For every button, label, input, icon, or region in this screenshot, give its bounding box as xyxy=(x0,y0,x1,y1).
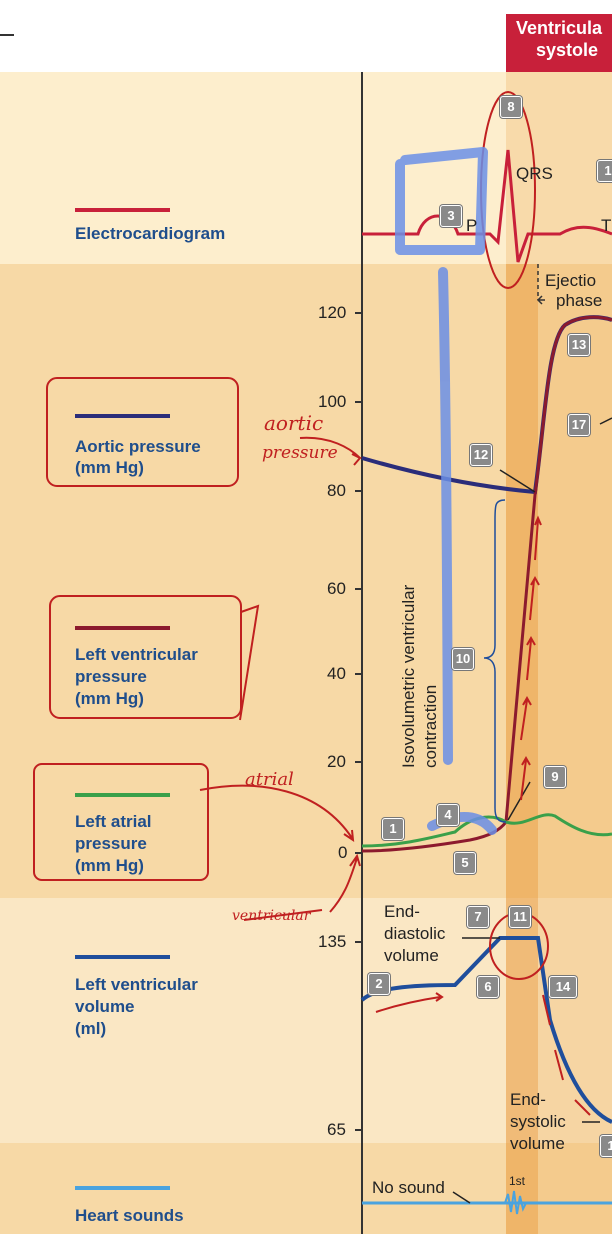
volume-red-arrow-a xyxy=(375,992,444,1013)
badge-15: 1 xyxy=(600,1135,612,1157)
badge-7: 7 xyxy=(467,906,489,928)
edv-label-2: diastolic xyxy=(384,924,446,943)
vertical-axis xyxy=(361,72,363,1234)
la-pressure-legend-label-1: Left atrial xyxy=(75,812,152,831)
edv-label-1: End- xyxy=(384,902,420,921)
ecg-t-label: T xyxy=(601,216,612,235)
volume-fall-arrows xyxy=(542,994,591,1116)
esv-label-1: End- xyxy=(510,1090,546,1109)
la-pressure-box xyxy=(33,763,209,881)
first-sound-label: 1st xyxy=(509,1174,526,1188)
highlight-stem xyxy=(438,267,453,765)
badge-3: 3 xyxy=(440,205,462,227)
heart-sounds-legend-line xyxy=(75,1186,170,1190)
badge-13: 13 xyxy=(568,334,590,356)
pointer-17 xyxy=(599,417,612,425)
phase-header-line1: Ventricula xyxy=(516,18,603,38)
lv-pressure-box-tail xyxy=(239,604,260,721)
badge-11: 11 xyxy=(509,906,531,928)
ecg-legend-label: Electrocardiogram xyxy=(75,224,226,243)
lv-pressure-curve xyxy=(361,315,612,853)
aortic-legend-label-1: Aortic pressure xyxy=(75,437,201,456)
lv-pressure-legend-label-2: pressure xyxy=(75,667,147,686)
badge-16: 1 xyxy=(597,160,612,182)
pressure-tick-100: 100 xyxy=(318,392,347,411)
pointer-12 xyxy=(499,469,536,493)
corner-dash xyxy=(0,34,14,36)
lv-pressure-legend-line xyxy=(75,626,170,630)
lv-volume-legend-line xyxy=(75,955,170,959)
ejection-arrow xyxy=(536,295,545,305)
aortic-legend-line xyxy=(75,414,170,418)
hw-aortic-1: aortic xyxy=(264,411,323,435)
ventricular-arrow xyxy=(329,853,361,913)
aortic-arrow xyxy=(299,436,362,466)
isovolumetric-label-2: contraction xyxy=(421,685,440,768)
isovolumetric-brace xyxy=(483,499,507,823)
isovolumetric-label-1: Isovolumetric ventricular xyxy=(399,584,418,768)
qrs-oval xyxy=(480,91,536,289)
p-wave-box xyxy=(395,147,488,255)
pressure-tick-20: 20 xyxy=(327,752,346,771)
hw-atrial: atrial xyxy=(245,769,294,790)
ventricular-underline xyxy=(243,909,323,921)
pressure-tick-40: 40 xyxy=(327,664,346,683)
esv-label-3: volume xyxy=(510,1134,565,1153)
badge-5: 5 xyxy=(454,852,476,874)
axis-tick-marks xyxy=(355,312,362,1131)
la-pressure-legend-label-2: pressure xyxy=(75,834,147,853)
ejection-label-2: phase xyxy=(556,291,603,310)
pointer-9 xyxy=(507,781,531,821)
ecg-qrs-label: QRS xyxy=(516,164,553,183)
badge-6: 6 xyxy=(477,976,499,998)
ecg-trace xyxy=(362,149,612,263)
lv-pressure-legend-label-3: (mm Hg) xyxy=(75,689,144,708)
lv-volume-legend-label-3: (ml) xyxy=(75,1019,107,1038)
systole-column xyxy=(506,72,612,1234)
phase-header-line2: systole xyxy=(536,40,599,60)
badge-17: 17 xyxy=(568,414,590,436)
lv-volume-legend-label-1: Left ventricular xyxy=(75,975,198,994)
la-pressure-legend-line xyxy=(75,793,170,797)
heart-sounds-legend-label: Heart sounds xyxy=(75,1206,184,1225)
badge-10: 10 xyxy=(452,648,474,670)
lv-pressure-legend-label-1: Left ventricular xyxy=(75,645,198,664)
badge-8: 8 xyxy=(500,96,522,118)
badge-9: 9 xyxy=(544,766,566,788)
hw-ventricular: ventricular xyxy=(232,908,312,924)
student-annotations xyxy=(33,91,591,1116)
la-pressure-legend-label-3: (mm Hg) xyxy=(75,856,144,875)
aortic-legend-label-2: (mm Hg) xyxy=(75,458,144,477)
phase-header xyxy=(506,14,612,72)
volume-tick-135: 135 xyxy=(318,932,347,951)
aortic-box xyxy=(46,377,239,487)
pressure-tick-120: 120 xyxy=(318,303,347,322)
lv-volume-legend-label-2: volume xyxy=(75,997,135,1016)
badge-2: 2 xyxy=(368,973,390,995)
pressure-tick-0: 0 xyxy=(338,843,348,862)
lv-pressure-box xyxy=(49,595,242,719)
hw-aortic-2: pressure xyxy=(262,443,338,463)
lvp-rise-arrows xyxy=(520,515,542,801)
ejection-label-1: Ejectio xyxy=(545,271,597,290)
badge-4: 4 xyxy=(437,804,459,826)
first-heart-sound-waveform xyxy=(504,1190,527,1215)
badge-14: 14 xyxy=(549,976,577,998)
ecg-legend-line xyxy=(75,208,170,212)
no-sound-pointer xyxy=(452,1191,471,1204)
badge-12: 12 xyxy=(470,444,492,466)
pressure-tick-60: 60 xyxy=(327,579,346,598)
volume-tick-65: 65 xyxy=(327,1120,346,1139)
no-sound-label: No sound xyxy=(372,1178,445,1197)
atrial-arrow xyxy=(199,784,355,843)
badge-1: 1 xyxy=(382,818,404,840)
edv-label-3: volume xyxy=(384,946,439,965)
pressure-tick-80: 80 xyxy=(327,481,346,500)
esv-label-2: systolic xyxy=(510,1112,566,1131)
ecg-p-label: P xyxy=(466,216,478,235)
